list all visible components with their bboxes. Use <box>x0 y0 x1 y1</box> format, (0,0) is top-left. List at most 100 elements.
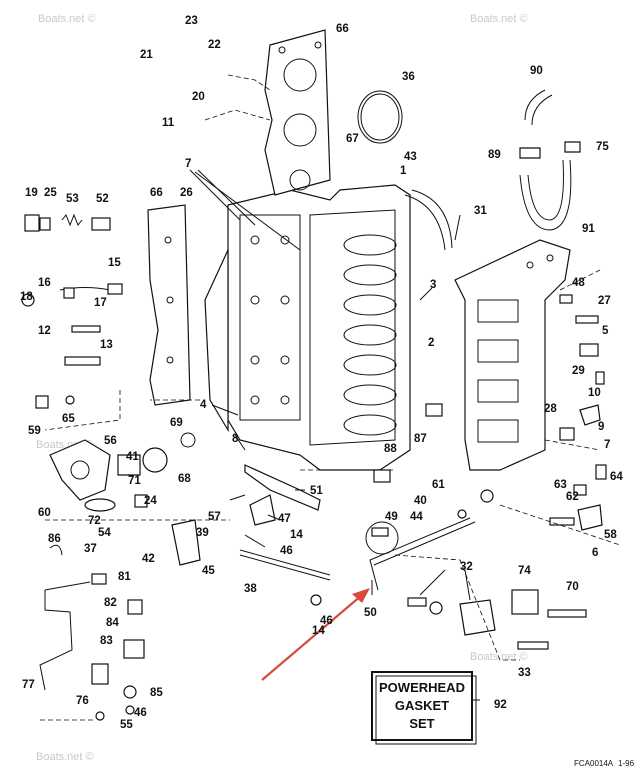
callout-42: 42 <box>142 553 155 565</box>
clip <box>49 544 63 556</box>
callout-49: 49 <box>385 511 398 523</box>
callout-44: 44 <box>410 511 423 523</box>
hose-edge <box>411 189 453 249</box>
callout-67: 67 <box>346 133 359 145</box>
callout-11: 11 <box>162 117 175 129</box>
callout-6: 6 <box>592 547 598 559</box>
callout-27: 27 <box>598 295 611 307</box>
callout-15: 15 <box>108 257 121 269</box>
callout-40: 40 <box>414 495 427 507</box>
sensor <box>91 573 107 585</box>
callout-55: 55 <box>120 719 133 731</box>
clip-49 <box>371 527 389 537</box>
sensor-wire <box>39 590 73 691</box>
hose <box>404 194 446 251</box>
callout-54: 54 <box>98 527 111 539</box>
callout-1: 1 <box>400 165 407 177</box>
callout-53: 53 <box>66 193 79 205</box>
callout-50: 50 <box>364 607 377 619</box>
callout-25: 25 <box>44 187 57 199</box>
callout-7: 7 <box>185 158 191 170</box>
callout-51: 51 <box>310 485 323 497</box>
callout-labels: 23 21 22 20 11 66 36 90 67 43 89 75 1 7 … <box>20 15 623 731</box>
plug-85 <box>123 685 137 699</box>
watermark: Boats.net © <box>470 13 528 25</box>
callout-9: 9 <box>598 421 604 433</box>
highlight-circle <box>365 521 399 555</box>
callout-17: 17 <box>94 297 107 309</box>
callout-85: 85 <box>150 687 163 699</box>
callout-56: 56 <box>104 435 117 447</box>
ref-code: FCA0014A <box>574 759 614 768</box>
hose-loop-inner <box>527 159 564 221</box>
callout-84: 84 <box>106 617 119 629</box>
callout-20: 20 <box>192 91 205 103</box>
manifold-ports <box>477 299 519 443</box>
callout-46-c: 46 <box>134 707 147 719</box>
callout-33: 33 <box>518 667 531 679</box>
callout-66-top: 66 <box>336 23 349 35</box>
rod-50-edge <box>373 521 476 566</box>
link-38 <box>239 549 331 576</box>
sensor-wire-top <box>44 581 91 591</box>
side-cover <box>147 204 191 406</box>
callout-41: 41 <box>126 451 139 463</box>
callout-45: 45 <box>202 565 215 577</box>
callout-43: 43 <box>404 151 417 163</box>
leader-lines <box>189 169 480 701</box>
callout-38: 38 <box>244 583 257 595</box>
callout-23: 23 <box>185 15 198 27</box>
intake-manifold <box>454 239 571 471</box>
small-parts-left <box>21 213 123 409</box>
callout-82: 82 <box>104 597 117 609</box>
callout-14-b: 14 <box>312 625 325 637</box>
callout-77: 77 <box>22 679 35 691</box>
watermark: Boats.net © <box>36 751 94 763</box>
gasket-box-line2: GASKET <box>395 698 449 713</box>
callout-36: 36 <box>402 71 415 83</box>
gasket-box-line1: POWERHEAD <box>379 680 465 695</box>
callout-31: 31 <box>474 205 487 217</box>
callout-28: 28 <box>544 403 557 415</box>
callout-57: 57 <box>208 511 221 523</box>
cylinder-block <box>204 184 411 471</box>
sensor-76 <box>91 663 109 685</box>
callout-24: 24 <box>144 495 157 507</box>
callout-66-left: 66 <box>150 187 163 199</box>
link-38-edge <box>239 554 331 581</box>
callout-59: 59 <box>28 425 41 437</box>
callout-3: 3 <box>430 279 436 291</box>
callout-2: 2 <box>428 337 434 349</box>
callout-61: 61 <box>432 479 445 491</box>
callout-92: 92 <box>494 699 507 711</box>
callout-75: 75 <box>596 141 609 153</box>
tee-fitting <box>519 147 541 159</box>
callout-90: 90 <box>530 65 543 77</box>
callout-64: 64 <box>610 471 623 483</box>
gasket-set-box: POWERHEAD GASKET SET 92 <box>371 671 507 745</box>
callout-63: 63 <box>554 479 567 491</box>
crankcase-bores <box>343 234 397 436</box>
callout-87: 87 <box>414 433 427 445</box>
callout-10: 10 <box>588 387 601 399</box>
callout-71: 71 <box>128 475 141 487</box>
callout-76: 76 <box>76 695 89 707</box>
callout-52: 52 <box>96 193 109 205</box>
callout-62: 62 <box>566 491 579 503</box>
rod-50 <box>369 517 471 591</box>
callout-86: 86 <box>48 533 61 545</box>
callout-22: 22 <box>208 39 221 51</box>
callout-4: 4 <box>200 399 207 411</box>
leader-lines-dashed <box>40 74 621 721</box>
callout-68: 68 <box>178 473 191 485</box>
callout-18: 18 <box>20 291 33 303</box>
callout-91: 91 <box>582 223 595 235</box>
callout-89: 89 <box>488 149 501 161</box>
small-parts-right <box>373 294 607 531</box>
callout-37: 37 <box>84 543 97 555</box>
callout-29: 29 <box>572 365 585 377</box>
callout-58: 58 <box>604 529 617 541</box>
callout-8: 8 <box>232 433 239 445</box>
lever-47 <box>249 494 276 526</box>
